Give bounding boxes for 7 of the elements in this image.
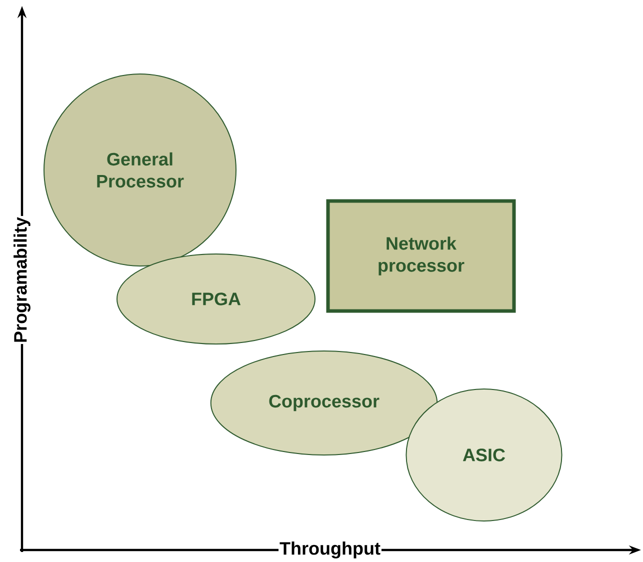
- process-box: Network processor: [326, 199, 516, 313]
- axis-label: Programability: [12, 216, 32, 344]
- circle-node: General Processor: [44, 74, 236, 266]
- ellipse-node: FPGA: [116, 254, 316, 344]
- ellipse-node: Coprocessor: [210, 350, 438, 456]
- axis-label: Throughput: [278, 540, 382, 560]
- circle-node: ASIC: [406, 388, 562, 522]
